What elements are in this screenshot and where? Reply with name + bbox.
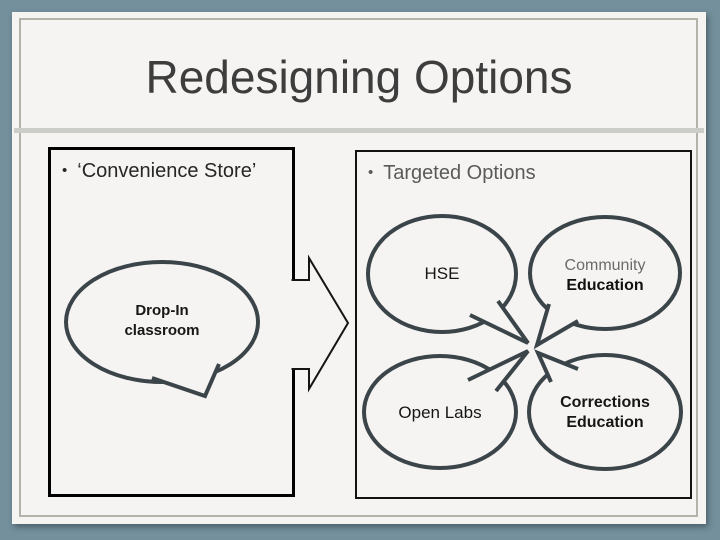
community-education-bubble-label: Community Education — [564, 257, 646, 294]
right-bullet-text: Targeted Options — [383, 162, 536, 184]
slide-title: Redesigning Options — [145, 51, 573, 103]
drop-in-bubble-label: Drop-In classroom — [124, 302, 200, 339]
community-education-bubble-shape — [528, 215, 682, 331]
right-arrow-shape — [291, 254, 350, 393]
bullet-marker: • — [62, 162, 68, 179]
corrections-education-bubble-tail — [534, 349, 579, 383]
corrections-education-bubble-label: Corrections Education — [560, 394, 650, 431]
left-bullet-text: ‘Convenience Store’ — [77, 160, 257, 182]
hse-bubble-tail — [469, 299, 530, 345]
left-bullet-item: • ‘Convenience Store’ — [51, 150, 292, 184]
community-education-bubble-tail — [533, 303, 580, 350]
bullet-marker: • — [368, 164, 374, 181]
hse-bubble-shape — [366, 214, 518, 334]
corrections-education-bubble-shape — [527, 353, 683, 471]
hse-bubble-label: HSE — [424, 264, 460, 283]
right-content-panel: • Targeted Options — [355, 150, 692, 499]
open-labs-bubble-tail — [467, 349, 530, 393]
open-labs-bubble-label: Open Labs — [398, 403, 482, 422]
drop-in-bubble-tail — [151, 363, 221, 399]
title-divider-line — [14, 128, 704, 133]
open-labs-bubble-shape — [362, 354, 518, 470]
right-bullet-item: • Targeted Options — [357, 152, 690, 186]
